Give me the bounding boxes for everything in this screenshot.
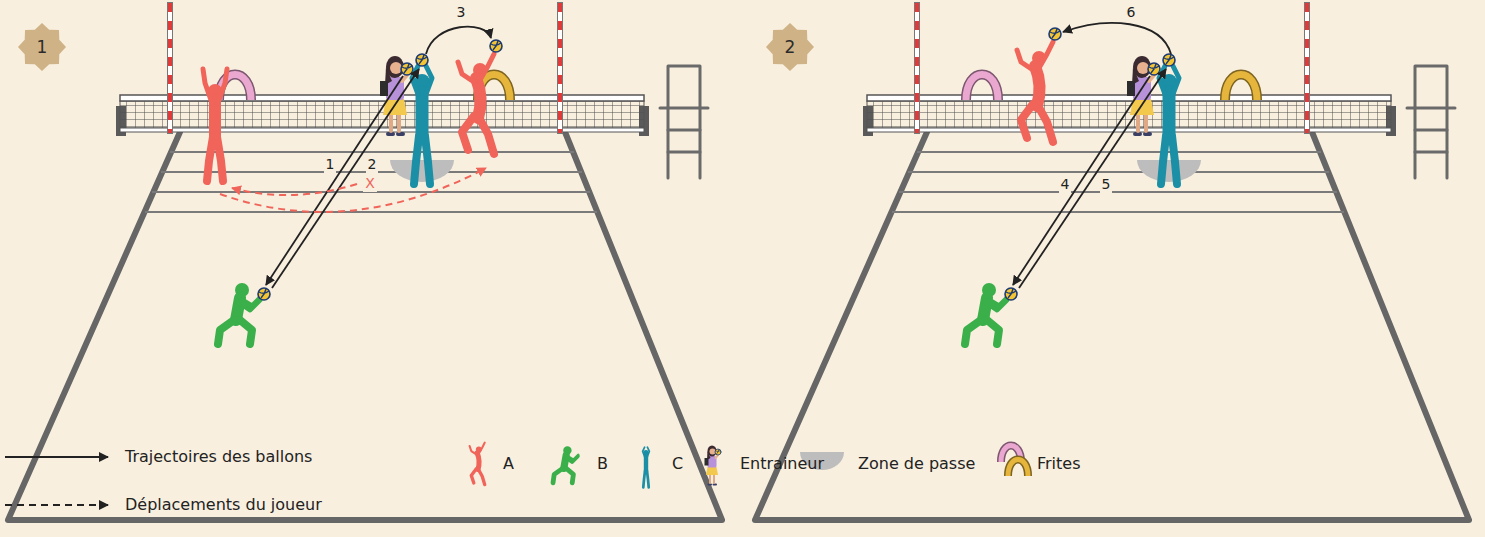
star-badge-outline: [18, 23, 66, 71]
player-b-icon: [553, 446, 578, 483]
coach-figure: [1127, 56, 1160, 134]
ball-trajectory: [266, 76, 403, 285]
trajectory-number: 5: [1100, 177, 1113, 192]
ball-trajectory: [272, 69, 419, 288]
trajectory-sample: [5, 456, 108, 458]
label-holder: 1: [324, 154, 337, 173]
legend-label: Frites: [1037, 454, 1081, 473]
panel-two: [755, 2, 1469, 520]
movement-sample: [5, 504, 108, 506]
player-a-figure: [203, 69, 227, 181]
trajectory-number: 4: [1059, 177, 1072, 192]
label-holder: 6: [1125, 2, 1138, 21]
pass-zone: [390, 160, 454, 182]
player-a-icon: [470, 443, 485, 485]
legend-label: Entraineur: [740, 454, 824, 473]
player-a-figure: [1017, 42, 1053, 142]
trajectory-number: 1: [324, 157, 337, 172]
legend-item: Zone de passe: [858, 454, 975, 473]
legend-label: Trajectoires des ballons: [125, 447, 312, 466]
player-c-icon: [643, 447, 650, 487]
frite-icon: [1008, 460, 1028, 477]
legend-label: C: [672, 454, 683, 473]
ball: [1163, 54, 1175, 66]
ball-trajectory: [1013, 76, 1150, 285]
player-b-figure: [965, 283, 1007, 344]
label-holder: 5: [1100, 174, 1113, 193]
ball: [1005, 288, 1017, 300]
court-and-net: [8, 2, 722, 520]
player-move: [220, 168, 486, 212]
label-holder: 2: [366, 154, 379, 173]
star-badge-outline: [766, 23, 814, 71]
legend-label: Déplacements du joueur: [125, 495, 322, 514]
legend-item: B: [597, 454, 608, 473]
court-and-net: [755, 2, 1469, 520]
legend-label: B: [597, 454, 608, 473]
ball-trajectory: [1063, 23, 1171, 54]
ball: [416, 54, 428, 66]
legend-label: A: [503, 454, 514, 473]
label-holder: 3: [455, 2, 468, 21]
ball: [490, 40, 502, 52]
legend-item: Trajectoires des ballons: [125, 447, 312, 466]
panel-one: [8, 2, 722, 520]
trajectory-number: 3: [455, 5, 468, 20]
legend-item: A: [503, 454, 514, 473]
ball: [1049, 28, 1061, 40]
step-number: 1: [37, 38, 48, 57]
legend-item: Entraineur: [740, 454, 824, 473]
step-badge: 2: [766, 23, 814, 71]
player-move: [232, 184, 357, 195]
legend-item: Déplacements du joueur: [125, 495, 322, 514]
ball-trajectory: [1019, 69, 1166, 288]
step-number: 2: [785, 38, 796, 57]
legend-item: Frites: [1037, 454, 1081, 473]
legend-label: Zone de passe: [858, 454, 975, 473]
trajectory-number: 2: [366, 157, 379, 172]
frite-icon: [1008, 460, 1028, 477]
player-b-figure: [218, 283, 260, 344]
player-a-figure: [458, 54, 494, 154]
label-holder: X: [363, 173, 377, 192]
step-badge: 1: [18, 23, 66, 71]
ball-trajectory: [426, 27, 491, 54]
coach-icon: [705, 446, 722, 485]
label-holder: 4: [1059, 174, 1072, 193]
coach-figure: [380, 56, 413, 134]
pass-zone: [1137, 160, 1201, 182]
player-c-figure: [1159, 66, 1179, 184]
legend-item: C: [672, 454, 683, 473]
start-mark: X: [363, 176, 377, 191]
player-c-figure: [412, 66, 432, 184]
ball: [258, 288, 270, 300]
trajectory-number: 6: [1125, 5, 1138, 20]
